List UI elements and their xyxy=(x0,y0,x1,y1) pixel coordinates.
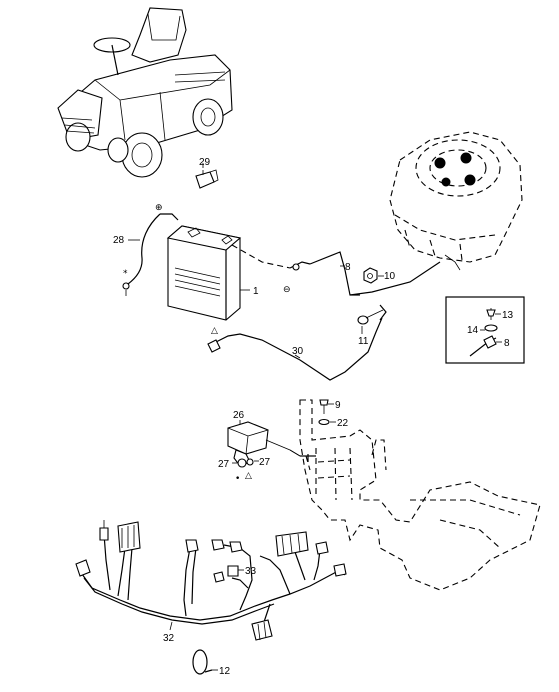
callout-27a: 27 xyxy=(218,459,230,470)
callout-12: 12 xyxy=(219,666,231,677)
callout-8a: 8 xyxy=(345,262,351,273)
screw-part-9 xyxy=(319,399,329,414)
callout-8b: 8 xyxy=(504,338,510,349)
callout-28: 28 xyxy=(113,235,125,246)
plus-symbol: ⊕ xyxy=(155,203,163,213)
washer-part-22 xyxy=(318,418,330,426)
bolt-part-11 xyxy=(357,304,387,325)
minus-symbol: ⊖ xyxy=(283,285,291,295)
cable-tie-part-12 xyxy=(192,649,213,675)
nut-part-10 xyxy=(363,267,378,284)
wiring-harness-part-32 xyxy=(75,520,347,641)
callout-30: 30 xyxy=(292,346,304,357)
callout-10: 10 xyxy=(384,271,396,282)
riding-mower-icon xyxy=(57,7,233,178)
dot-mark: • xyxy=(235,474,240,484)
connector-part-29 xyxy=(195,163,219,189)
callout-11: 11 xyxy=(358,336,369,347)
chassis-outline-icon xyxy=(299,399,541,591)
ground-cable-part-8 xyxy=(231,244,441,296)
callout-13: 13 xyxy=(502,310,514,321)
battery-icon xyxy=(166,225,242,321)
callout-9: 9 xyxy=(335,400,341,411)
callout-29: 29 xyxy=(199,157,211,168)
relay-part-26 xyxy=(227,421,301,468)
callout-22: 22 xyxy=(337,418,349,429)
negative-cable-part-30 xyxy=(207,317,383,381)
detail-inset-box xyxy=(445,296,525,364)
callout-14: 14 xyxy=(467,325,479,336)
callout-27b: 27 xyxy=(259,457,271,468)
triangle-mark-top: △ xyxy=(211,326,218,336)
callout-1: 1 xyxy=(253,286,259,297)
engine-icon xyxy=(389,131,523,271)
callout-33: 33 xyxy=(245,566,257,577)
positive-cable-part-28 xyxy=(122,213,179,296)
triangle-mark-bottom: △ xyxy=(245,471,252,481)
asterisk-mark: * xyxy=(123,269,128,279)
callout-32: 32 xyxy=(163,633,175,644)
callout-26: 26 xyxy=(233,410,245,421)
